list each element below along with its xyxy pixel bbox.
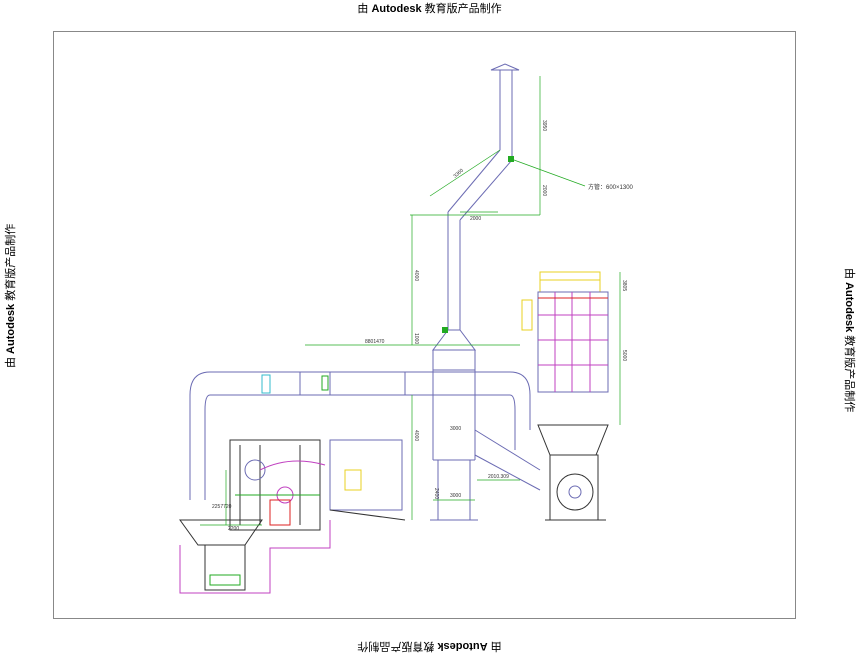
duct-damper — [321, 375, 329, 391]
dim-elbow-dia: 2010.309 — [488, 474, 509, 480]
tower — [521, 271, 609, 521]
left-elbow-outer — [189, 371, 211, 500]
dim-base-height: 2400 — [433, 488, 439, 499]
drawing-frame — [53, 31, 796, 619]
left-elbow-inner — [204, 394, 211, 500]
tower-body — [537, 291, 609, 393]
joint-marker-mid — [442, 327, 448, 333]
fan-duct-top — [474, 429, 541, 471]
watermark-brand: Autodesk — [371, 3, 422, 15]
dim-horizontal-run: 8801470 — [365, 339, 385, 345]
machine-gear — [244, 459, 266, 481]
joint-marker-top — [508, 156, 514, 162]
dim-horizontal-upper: 2000 — [470, 216, 481, 222]
cabinet-base — [329, 509, 406, 521]
duct-spec-label: 方管：600×1300 — [588, 183, 634, 191]
bin-body — [204, 544, 246, 591]
dim-lower-vertical-2: 4000 — [413, 430, 419, 441]
watermark-prefix: 由 — [357, 3, 369, 15]
outline-magenta — [179, 520, 331, 594]
fan-wheel — [556, 473, 594, 511]
diag-duct-left — [447, 149, 501, 213]
machine-red-part — [269, 499, 291, 526]
machine-frame — [229, 439, 321, 531]
chimney-cap — [490, 63, 520, 71]
watermark-suffix: 教育版产品制作 — [424, 3, 502, 15]
duct-valve — [261, 374, 271, 394]
fan-duct-bottom — [474, 454, 541, 491]
fan-hub — [568, 485, 582, 499]
left-equipment — [179, 439, 406, 594]
tower-top-frame — [539, 271, 601, 293]
tower-ladder — [521, 299, 533, 331]
tower-grid — [538, 292, 608, 392]
right-elbow-top — [509, 371, 531, 396]
horizontal-duct — [189, 371, 541, 500]
dim-left-dim: 2257720 — [212, 504, 232, 510]
watermark-top: 由 Autodesk 教育版产品制作 — [0, 0, 859, 16]
dimension-labels: 3950 2000 2000 3360 4000 1000 8801470 30… — [212, 120, 627, 532]
dim-right-vertical: 2000 — [541, 185, 547, 196]
dim-left-width: 2200 — [228, 526, 239, 532]
bin-hopper — [179, 519, 263, 546]
cabinet-light — [344, 469, 362, 491]
machine-belt — [259, 460, 326, 471]
chimney — [430, 63, 520, 521]
cabinet — [329, 439, 403, 511]
spec-leader — [513, 159, 586, 187]
stack-joint — [432, 349, 476, 371]
dim-diag-pipe: 3360 — [452, 168, 465, 180]
right-elbow-down — [509, 394, 516, 450]
diag-duct-right — [459, 159, 513, 221]
dim-chimney-top: 3950 — [541, 120, 547, 131]
dim-diag-pipe-line — [429, 149, 501, 197]
dimension-lines — [200, 76, 621, 526]
dim-lower-vertical: 3000 — [450, 426, 461, 432]
stack-transition — [432, 329, 476, 351]
bin-feeder — [209, 574, 241, 586]
dim-short-vertical: 1000 — [413, 333, 419, 344]
dim-base-width: 3000 — [450, 493, 461, 499]
fan-hopper — [537, 424, 609, 456]
dim-tower-body: 5000 — [621, 350, 627, 361]
dim-mid-vertical: 4000 — [413, 270, 419, 281]
dim-tower-top: 3805 — [621, 280, 627, 291]
